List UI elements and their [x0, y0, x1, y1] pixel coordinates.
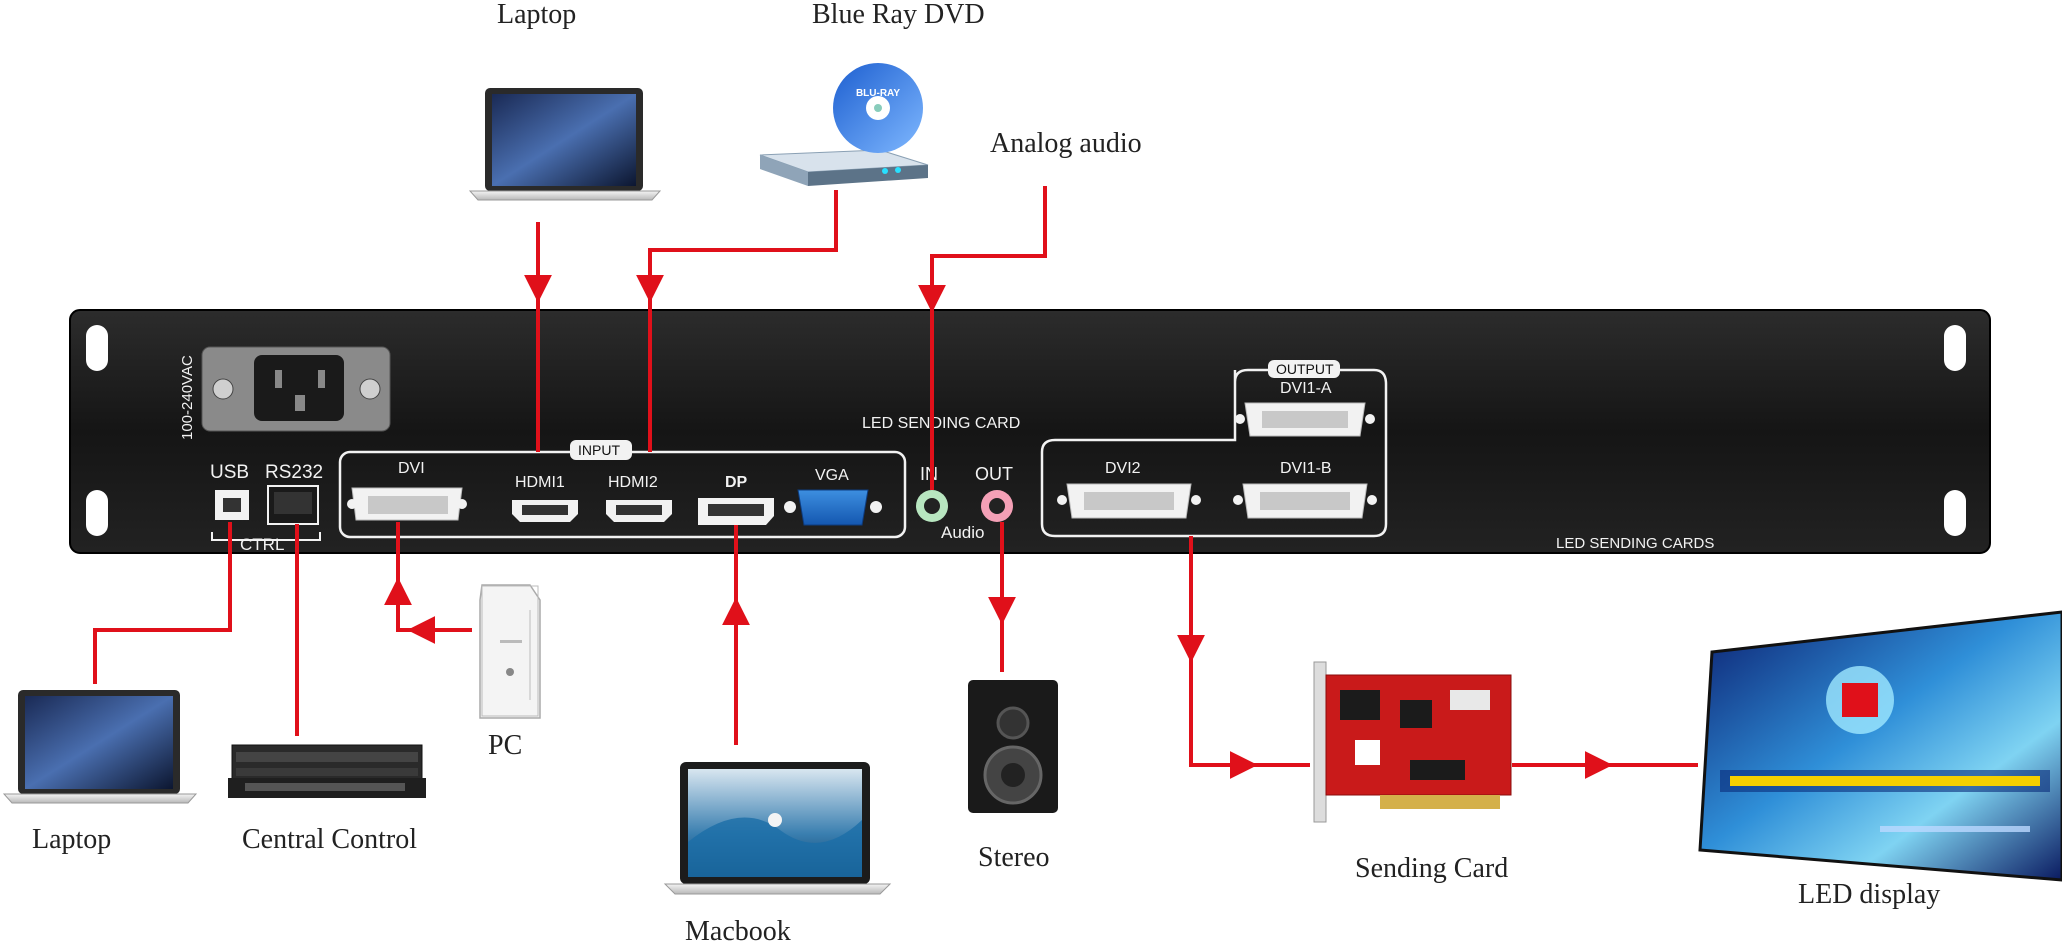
output-group-label: OUTPUT [1276, 361, 1334, 377]
power-socket[interactable] [201, 346, 391, 432]
dvi-input-port[interactable] [347, 487, 467, 521]
input-group-label: INPUT [578, 442, 620, 458]
device-label-laptop-bottom: Laptop [32, 824, 111, 855]
sending-card-icon [1313, 661, 1512, 823]
macbook-icon [663, 762, 892, 895]
dp-port[interactable] [698, 498, 774, 525]
audio-label: Audio [941, 523, 984, 542]
rack-hole [1944, 325, 1966, 371]
rack-hole [86, 325, 108, 371]
device-label-stereo: Stereo [978, 842, 1050, 873]
connector-analog-audio-in [918, 186, 1047, 313]
device-label-laptop-top: Laptop [497, 0, 576, 30]
laptop-icon [2, 690, 198, 804]
device-label-pc: PC [488, 730, 522, 761]
central-control-icon [228, 744, 426, 798]
connector-bluray-hdmi2 [636, 190, 838, 303]
vga-port[interactable] [784, 489, 882, 526]
usb-port[interactable] [215, 490, 249, 520]
connector-pc-dvi [384, 577, 472, 632]
device-label-central-control: Central Control [242, 824, 417, 855]
audio-in-label: IN [920, 464, 938, 484]
hdmi1-port[interactable] [512, 500, 578, 522]
ctrl-label: CTRL [240, 535, 284, 554]
device-label-macbook: Macbook [685, 916, 791, 943]
dvi1a-label: DVI1-A [1280, 380, 1332, 397]
dp-label: DP [725, 474, 748, 491]
bluray-player-icon: BLU-RAY [759, 63, 929, 186]
svg-text:BLU-RAY: BLU-RAY [856, 88, 900, 99]
led-display-icon [1698, 610, 2062, 882]
dvi2-output-port[interactable] [1057, 483, 1201, 519]
connector-lines [93, 186, 1698, 779]
hdmi1-label: HDMI1 [515, 474, 565, 491]
dvi2-label: DVI2 [1105, 460, 1141, 477]
rs232-label: RS232 [265, 462, 323, 483]
rs232-port[interactable] [267, 485, 319, 525]
dvi1b-label: DVI1-B [1280, 460, 1332, 477]
connector-usb-laptop [93, 522, 232, 684]
device-label-led-display: LED display [1798, 879, 1940, 910]
audio-out-label: OUT [975, 464, 1013, 484]
hdmi2-port[interactable] [606, 500, 672, 522]
led-sending-card-label: LED SENDING CARD [862, 415, 1020, 432]
device-label-analog-audio: Analog audio [990, 128, 1142, 159]
audio-out-jack[interactable] [981, 490, 1013, 522]
laptop-icon [468, 88, 662, 201]
power-voltage-label: 100-240VAC [179, 355, 196, 440]
speaker-icon [968, 680, 1058, 813]
video-processor-panel [69, 309, 1991, 554]
vga-label: VGA [815, 467, 849, 484]
device-label-sending-card: Sending Card [1355, 853, 1508, 884]
led-sending-cards-label: LED SENDING CARDS [1556, 535, 1714, 552]
dvi1a-output-port[interactable] [1235, 402, 1375, 437]
dvi1b-output-port[interactable] [1233, 483, 1377, 519]
usb-label: USB [210, 462, 249, 483]
dvi-label: DVI [398, 460, 425, 477]
hdmi2-label: HDMI2 [608, 474, 658, 491]
rack-hole [1944, 490, 1966, 536]
audio-in-jack[interactable] [916, 490, 948, 522]
pc-tower-icon [479, 584, 541, 719]
rack-hole [86, 490, 108, 536]
device-label-bluray: Blue Ray DVD [812, 0, 985, 30]
